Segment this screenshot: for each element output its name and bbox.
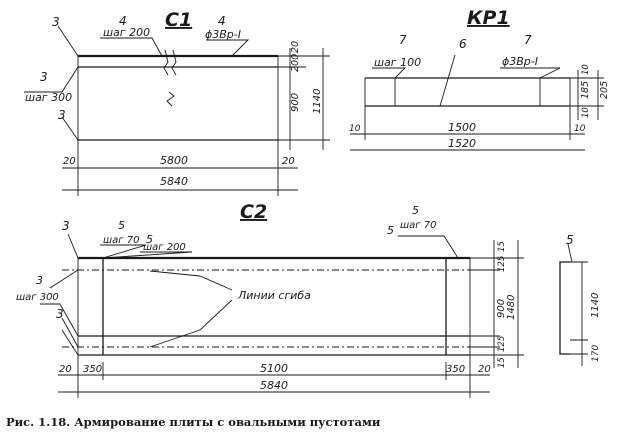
c1-dim-900: 900	[290, 93, 301, 112]
slab-c2: C2 Линии сгиба 3 5 шаг 70 5 шаг 200 5 5 …	[16, 201, 524, 398]
kp1-dim-10-top: 10	[581, 64, 591, 75]
kp1-dim-10-left: 10	[349, 124, 361, 134]
c2-dim-20-left: 20	[59, 364, 72, 375]
c2-dim-350-left: 350	[83, 364, 102, 375]
title-c2: C2	[240, 201, 267, 223]
c2-callout-3-top: 3	[62, 219, 70, 233]
kp1-dim-185: 185	[580, 81, 591, 99]
figure-caption: Рис. 1.18. Армирование плиты с овальными…	[6, 415, 381, 429]
kp1-callout-7a: 7	[399, 33, 407, 47]
c1-dim-20: 20	[290, 41, 301, 53]
c1-diameter: ϕ3Вр-I	[205, 28, 241, 41]
c2-callout-5b: 5	[146, 233, 153, 246]
kp1-step-100: шаг 100	[374, 56, 421, 69]
kp1-callout-6: 6	[459, 37, 467, 51]
c1-callout-3b: 3	[40, 70, 48, 84]
kp1-dim-1500: 1500	[448, 121, 476, 134]
frame-kp1: КР1 7 шаг 100 6 7 ϕ3Вр-I 10 185 10 205 1…	[349, 7, 610, 151]
kp1-callout-7b: 7	[524, 33, 532, 47]
c2-dim-15-top: 15	[497, 241, 507, 252]
c2-dim-5840: 5840	[260, 379, 288, 392]
c2-dim-125-top: 125	[497, 256, 507, 272]
c1-dim-200: 200	[290, 54, 301, 72]
kp1-dim-1520: 1520	[448, 137, 476, 150]
c1-dim-5800: 5800	[160, 154, 188, 167]
c1-dim-20-left: 20	[63, 156, 76, 167]
c1-callout-4b: 4	[218, 14, 226, 28]
kp1-dim-205: 205	[599, 81, 610, 99]
c2-dim-900: 900	[496, 299, 507, 318]
c1-step-300: шаг 300	[25, 91, 72, 104]
title-c1: C1	[165, 9, 192, 31]
c1-callout-3c: 3	[58, 108, 66, 122]
c2-dim-20-right: 20	[478, 364, 491, 375]
c2-callout-5d: 5	[387, 224, 394, 237]
c2-dim-125-bottom: 125	[497, 336, 507, 352]
kp1-diameter: ϕ3Вр-I	[502, 55, 538, 68]
c1-dim-20-right: 20	[282, 156, 295, 167]
c1-dim-1140: 1140	[312, 89, 323, 114]
c2-dim-1480: 1480	[506, 295, 517, 320]
c1-dim-5840: 5840	[160, 175, 188, 188]
c1-callout-4a: 4	[119, 14, 127, 28]
slab-c1: C1 3 4 4 шаг 200 ϕ3Вр-I 3 шаг 300 3 20 2…	[24, 9, 330, 196]
c1-step-200: шаг 200	[103, 26, 150, 39]
kp1-dim-10-right: 10	[574, 124, 586, 134]
c2-callout-5a: 5	[118, 219, 125, 232]
c2-step-70-right: шаг 70	[400, 220, 436, 231]
side-dim-1140: 1140	[590, 293, 601, 318]
c2-step-70-left: шаг 70	[103, 235, 139, 246]
title-kp1: КР1	[467, 7, 510, 29]
c2-callout-3-left: 3	[36, 274, 43, 287]
c2-step-200: шаг 200	[143, 242, 186, 253]
side-dim-170: 170	[591, 345, 601, 362]
c1-callout-3a: 3	[52, 15, 60, 29]
side-section: 5 1140 170	[559, 233, 601, 366]
c2-callout-3-bottom: 3	[56, 307, 64, 321]
c2-dim-5100: 5100	[260, 362, 288, 375]
c2-step-300: шаг 300	[16, 292, 59, 303]
c2-callout-5c: 5	[412, 204, 419, 217]
c2-dim-350-right: 350	[446, 364, 465, 375]
c2-bend-lines-label: Линии сгиба	[237, 289, 311, 302]
side-callout-5: 5	[566, 233, 574, 247]
kp1-dim-10-bottom: 10	[581, 107, 591, 118]
c2-dim-15-bottom: 15	[497, 357, 507, 368]
